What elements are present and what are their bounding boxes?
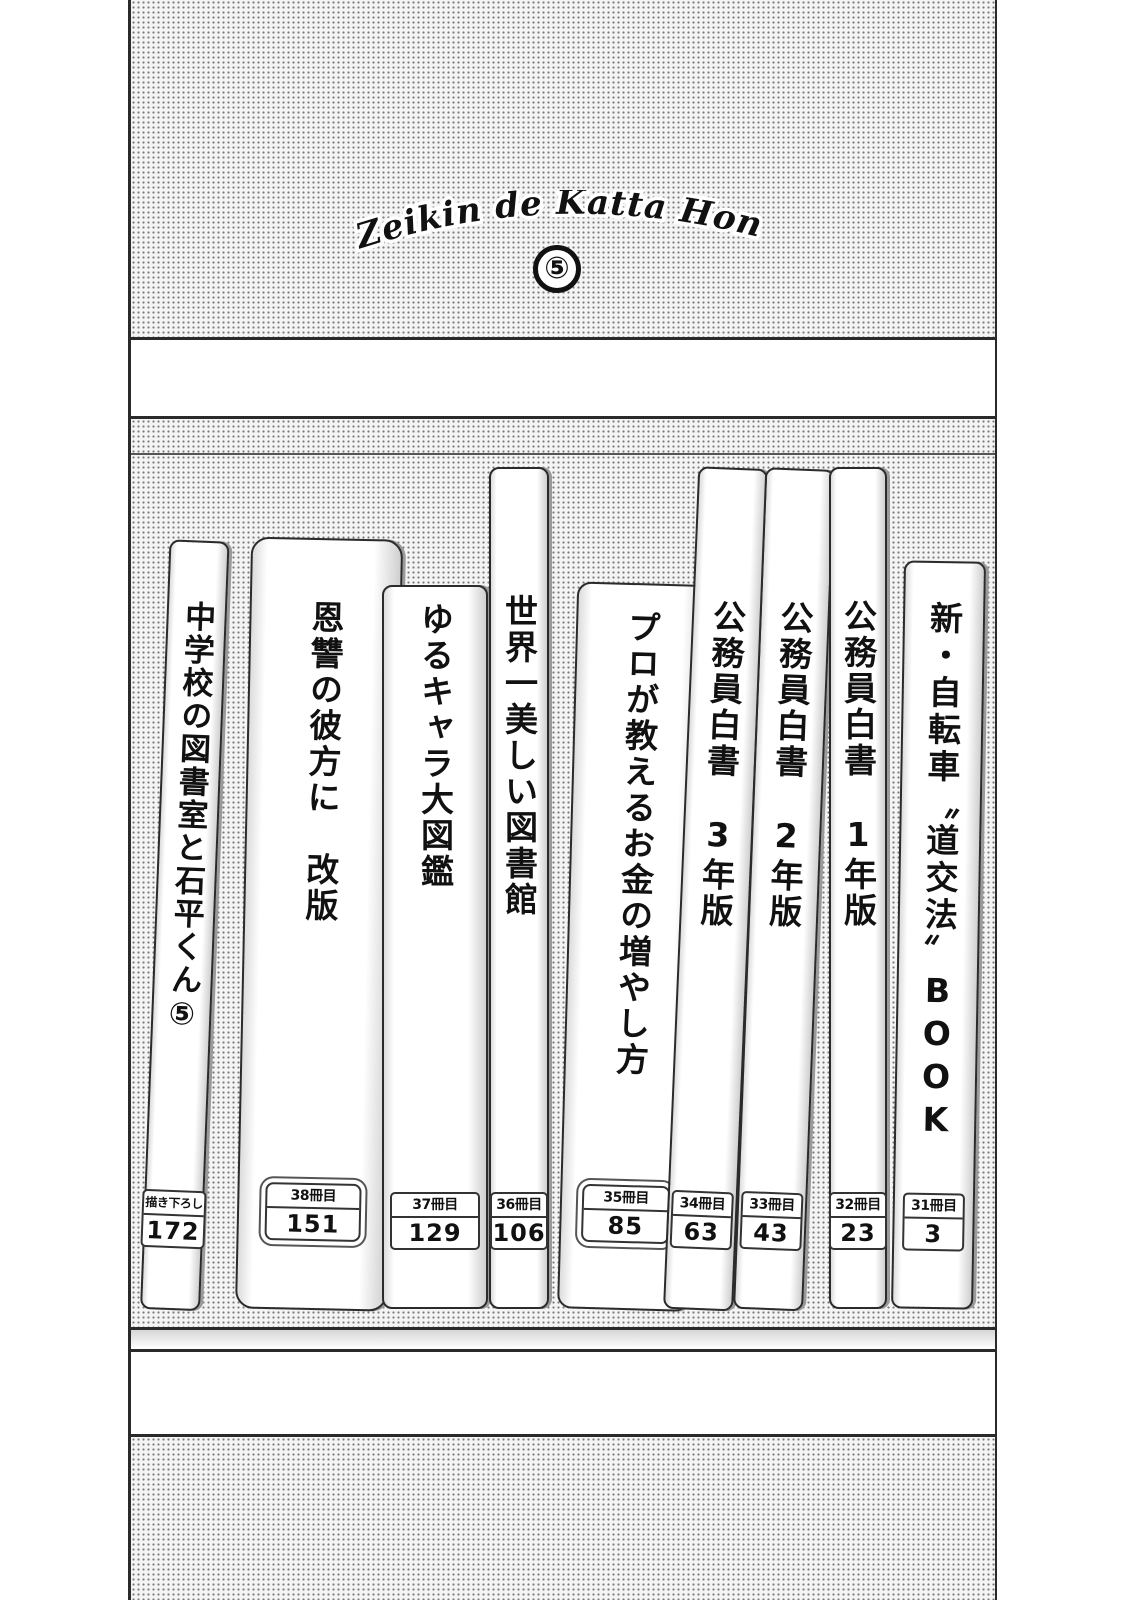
book-title: 中学校の図書室と石平くん⑤ (163, 599, 216, 1035)
book-title: プロが教えるお金の増やし方 (609, 609, 663, 1079)
book-title: 新・自転車〝道交法〟BOOK (915, 600, 964, 1144)
book-label-number: 43 (752, 1218, 790, 1248)
book-title: ゆるキャラ大図鑑 (415, 602, 455, 890)
book-label-number: 3 (924, 1219, 943, 1249)
book-label-number: 151 (285, 1209, 340, 1239)
book-label-number: 63 (682, 1217, 720, 1247)
book-label-number: 23 (840, 1219, 876, 1247)
book-title: 恩讐の彼方に 改版 (299, 599, 346, 925)
book-number-label: 36冊目 106 (490, 1192, 548, 1250)
book-label-text: 35冊目 (583, 1185, 669, 1213)
book-number-label: 37冊目 129 (390, 1192, 480, 1250)
book-label-text: 33冊目 (742, 1192, 802, 1220)
book-spine: 世界一美しい図書館 36冊目 106 (489, 467, 549, 1309)
bottom-shelf-edge (131, 1327, 995, 1349)
book-number-label: 34冊目 63 (669, 1189, 734, 1251)
book-label-text: 37冊目 (392, 1194, 478, 1218)
book-spine: 公務員白書 1年版 32冊目 23 (829, 467, 887, 1309)
book-number-label: 描き下ろし 172 (140, 1188, 207, 1250)
book-label-text: 31冊目 (904, 1194, 963, 1220)
panel-border-right (994, 0, 997, 1600)
book-spine: 恩讐の彼方に 改版 38冊目 151 (235, 536, 404, 1312)
book-title: 公務員白書 3年版 (694, 598, 748, 931)
book-title: 世界一美しい図書館 (499, 594, 539, 918)
book-label-text: 38冊目 (267, 1184, 360, 1210)
book-number-label: 31冊目 3 (902, 1192, 966, 1252)
book-label-number: 85 (607, 1211, 644, 1241)
volume-number: ⑤ (533, 245, 581, 293)
book-label-number: 172 (145, 1216, 201, 1247)
book-spine: ゆるキャラ大図鑑 37冊目 129 (382, 585, 488, 1309)
book-label-text: 36冊目 (492, 1194, 546, 1218)
book-label-number: 106 (492, 1219, 546, 1247)
top-shelf (131, 337, 995, 419)
shelf-back-strip (131, 419, 995, 455)
bottom-panel (131, 1437, 995, 1600)
book-label-text: 描き下ろし (143, 1190, 205, 1218)
book-label-number: 129 (408, 1219, 462, 1247)
book-number-label: 33冊目 43 (739, 1190, 804, 1252)
book-number-label: 38冊目 151 (264, 1182, 362, 1243)
book-title: 公務員白書 2年版 (763, 599, 815, 932)
bottom-shelf (131, 1349, 995, 1437)
book-number-label: 35冊目 85 (580, 1183, 671, 1245)
book-label-text: 34冊目 (672, 1191, 732, 1219)
panel-border-left (128, 0, 131, 1600)
book-title: 公務員白書 1年版 (838, 599, 878, 929)
book-label-text: 32冊目 (831, 1194, 885, 1218)
book-spine: 新・自転車〝道交法〟BOOK 31冊目 3 (891, 560, 987, 1310)
book-number-label: 32冊目 23 (829, 1192, 887, 1250)
